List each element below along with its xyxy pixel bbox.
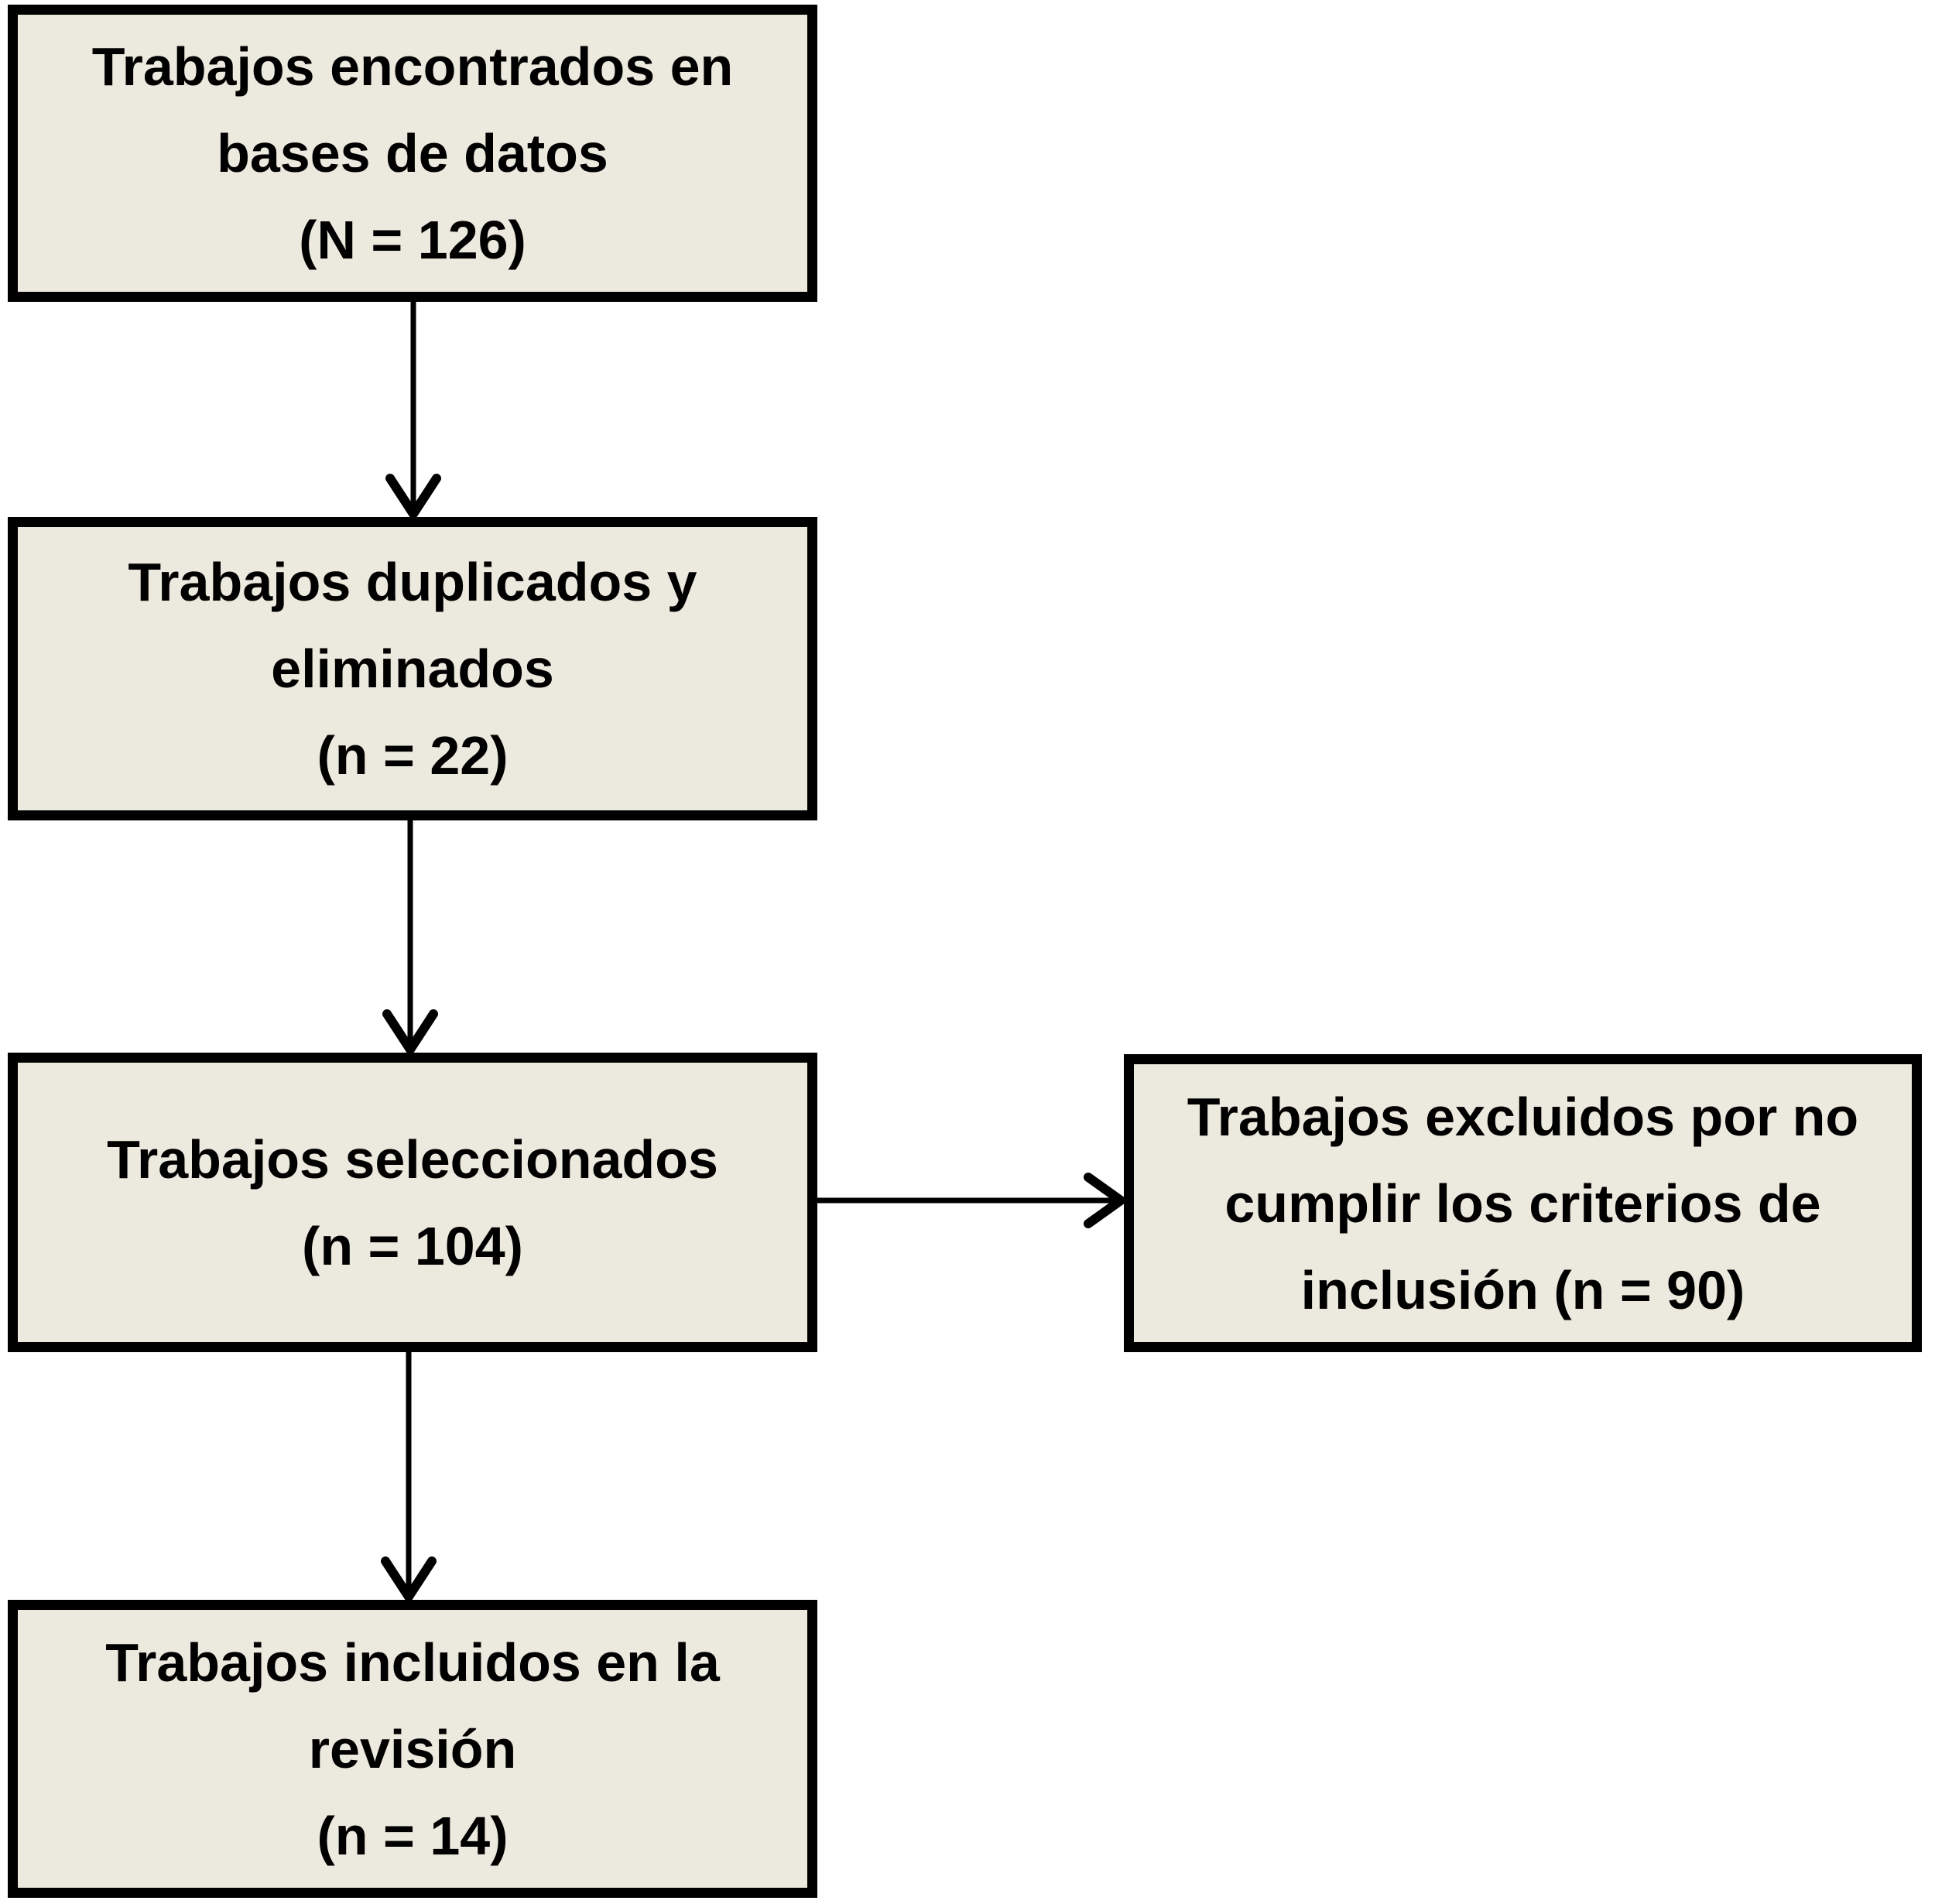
arrow-selected-to-excluded bbox=[817, 1173, 1125, 1228]
arrow-selected-to-included bbox=[381, 1352, 437, 1601]
box-text-line: Trabajos encontrados en bbox=[91, 36, 734, 97]
arrow-found-to-duplicates bbox=[385, 302, 441, 519]
box-text-line: Trabajos excluidos por no bbox=[1187, 1086, 1859, 1147]
box-text-line: (n = 104) bbox=[302, 1215, 523, 1276]
box-text-line: Trabajos seleccionados bbox=[107, 1128, 718, 1190]
box-text-line: (n = 14) bbox=[317, 1805, 509, 1866]
box-text-line: inclusión (n = 90) bbox=[1300, 1259, 1745, 1320]
box-text-line: (N = 126) bbox=[299, 210, 526, 270]
box-text-line: eliminados bbox=[271, 639, 554, 699]
box-text-line: (n = 22) bbox=[317, 725, 509, 786]
box-text-line: Trabajos incluidos en la bbox=[105, 1632, 720, 1693]
box-text-line: Trabajos duplicados y bbox=[128, 552, 697, 612]
box-text-line: cumplir los criterios de bbox=[1224, 1173, 1821, 1234]
box-selected-records: Trabajos seleccionados (n = 104) bbox=[8, 1053, 817, 1352]
box-included-records: Trabajos incluidos en la revisión (n = 1… bbox=[8, 1600, 817, 1898]
box-found-records: Trabajos encontrados en bases de datos (… bbox=[8, 5, 817, 302]
box-text-line: bases de datos bbox=[217, 123, 608, 183]
arrow-duplicates-to-selected bbox=[382, 820, 438, 1054]
box-excluded-records: Trabajos excluidos por no cumplir los cr… bbox=[1124, 1054, 1922, 1352]
box-text-line: revisión bbox=[308, 1718, 517, 1779]
box-duplicates-removed: Trabajos duplicados y eliminados (n = 22… bbox=[8, 517, 817, 820]
